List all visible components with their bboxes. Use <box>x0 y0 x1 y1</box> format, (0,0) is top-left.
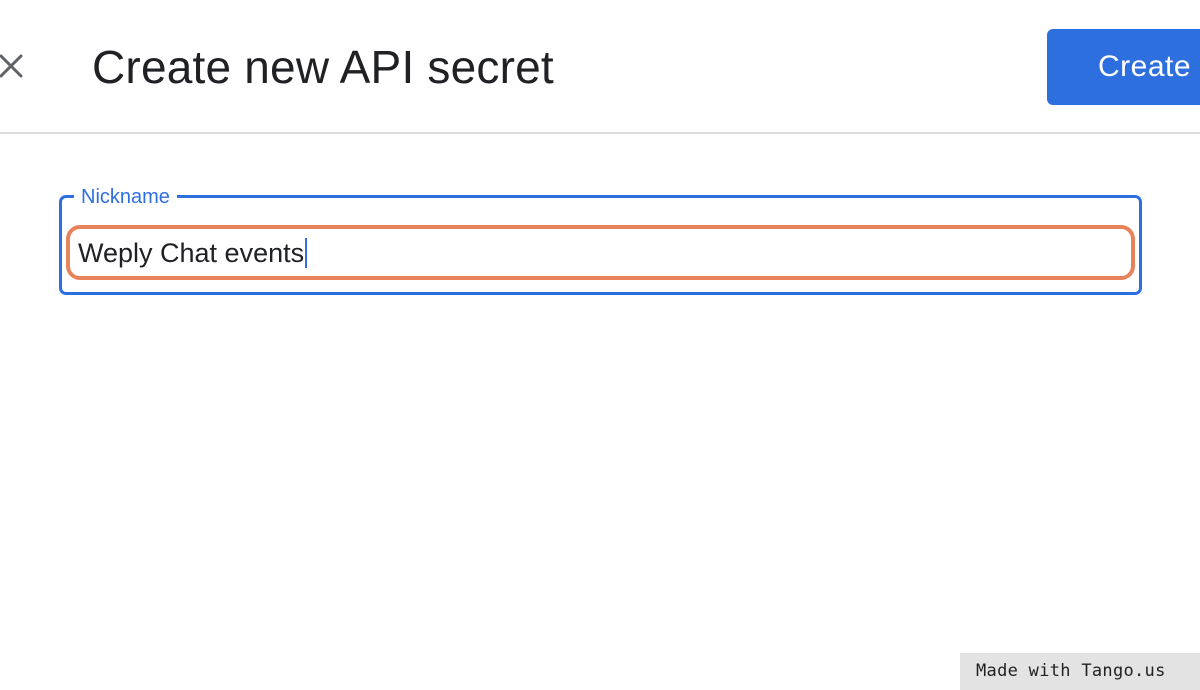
close-button[interactable] <box>0 50 26 86</box>
nickname-field[interactable]: Nickname Weply Chat events <box>59 185 1142 295</box>
page-title: Create new API secret <box>92 41 554 93</box>
create-button[interactable]: Create <box>1047 29 1200 105</box>
dialog-header: Create new API secret Create <box>0 0 1200 134</box>
tango-watermark: Made with Tango.us <box>960 653 1200 690</box>
nickname-label: Nickname <box>74 185 177 209</box>
step-highlight-outline <box>66 225 1135 280</box>
close-icon <box>0 53 24 84</box>
